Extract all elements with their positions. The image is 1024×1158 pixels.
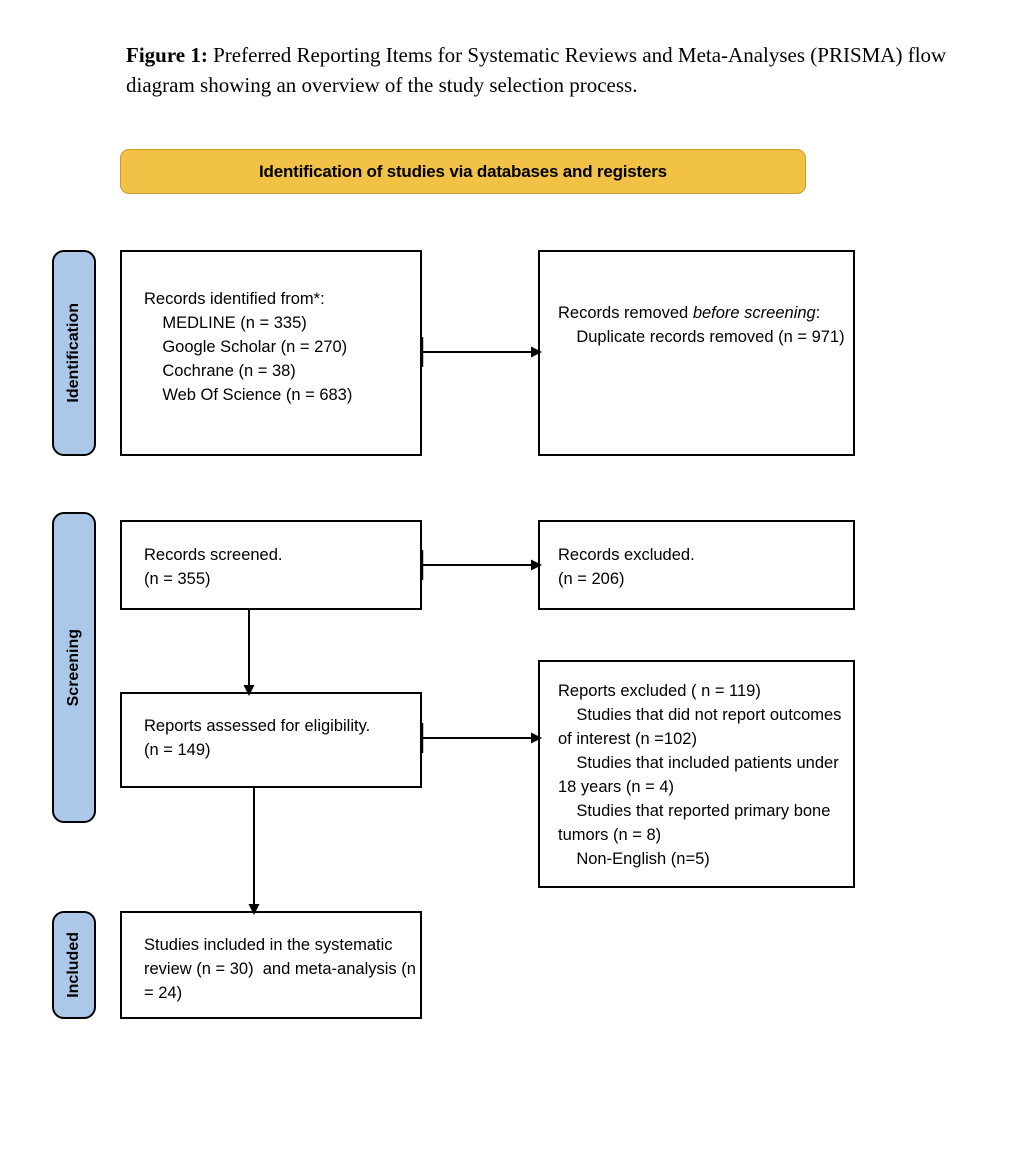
box-records-identified: Records identified from*: MEDLINE (n = 3… [120,250,422,456]
records-removed-prefix: Records removed [558,304,693,322]
stage-tab-identification: Identification [52,250,96,456]
reports-assessed-count: (n = 149) [144,741,211,759]
records-identified-source-cochrane: Cochrane (n = 38) [144,362,296,380]
records-screened-heading: Records screened. [144,546,283,564]
records-identified-source-medline: MEDLINE (n = 335) [144,314,307,332]
reports-assessed-heading: Reports assessed for eligibility. [144,717,371,735]
stage-tab-screening-label: Screening [65,628,82,707]
box-records-screened-text: Records screened. (n = 355) [144,543,283,591]
box-records-excluded: Records excluded. (n = 206) [538,520,855,610]
section-banner-identification: Identification of studies via databases … [120,149,806,194]
arrow-right-icon [420,337,542,367]
arrow-identified-to-removed [420,336,542,368]
box-studies-included-text: Studies included in the systematic revie… [144,933,416,1005]
stage-tab-identification-label: Identification [65,303,82,403]
box-records-removed-text: Records removed before screening: Duplic… [558,301,848,349]
box-reports-assessed: Reports assessed for eligibility. (n = 1… [120,692,422,788]
arrow-assessed-to-excluded [420,722,542,754]
arrow-down-icon [243,608,255,696]
box-records-identified-text: Records identified from*: MEDLINE (n = 3… [144,287,352,407]
reports-excluded-reason-under-18: Studies that included patients under 18 … [558,754,844,796]
arrow-screened-to-assessed [238,608,262,696]
figure-label: Figure 1: [126,43,208,67]
records-identified-source-web-of-science: Web Of Science (n = 683) [144,386,353,404]
stage-tab-screening: Screening [52,512,96,823]
records-excluded-count: (n = 206) [558,570,625,588]
box-records-screened: Records screened. (n = 355) [120,520,422,610]
arrow-down-icon [248,786,260,915]
arrow-right-icon [420,723,542,753]
reports-excluded-reason-non-english: Non-English (n=5) [558,850,710,868]
arrow-assessed-to-included [243,786,267,915]
box-studies-included: Studies included in the systematic revie… [120,911,422,1019]
stage-tab-included: Included [52,911,96,1019]
box-records-removed: Records removed before screening: Duplic… [538,250,855,456]
arrow-screened-to-excluded [420,549,542,581]
records-removed-duplicates: Duplicate records removed (n = 971) [558,328,845,346]
records-removed-suffix: : [815,304,821,322]
reports-excluded-reason-outcomes: Studies that did not report outcomes of … [558,706,847,748]
figure-caption: Figure 1: Preferred Reporting Items for … [126,40,1001,100]
box-reports-excluded-text: Reports excluded ( n = 119) Studies that… [558,679,850,871]
section-banner-label: Identification of studies via databases … [259,161,667,181]
reports-excluded-reason-primary-bone-tumors: Studies that reported primary bone tumor… [558,802,835,844]
studies-included-summary: Studies included in the systematic revie… [144,936,421,1002]
reports-excluded-heading: Reports excluded ( n = 119) [558,682,761,700]
records-screened-count: (n = 355) [144,570,211,588]
records-excluded-heading: Records excluded. [558,546,695,564]
box-reports-assessed-text: Reports assessed for eligibility. (n = 1… [144,714,370,762]
arrow-right-icon [420,550,542,580]
records-identified-source-google-scholar: Google Scholar (n = 270) [144,338,348,356]
records-identified-heading: Records identified from*: [144,290,325,308]
stage-tab-included-label: Included [65,932,82,998]
figure-caption-text: Preferred Reporting Items for Systematic… [126,43,947,97]
box-reports-excluded: Reports excluded ( n = 119) Studies that… [538,660,855,888]
records-removed-emphasis: before screening [692,304,816,322]
box-records-excluded-text: Records excluded. (n = 206) [558,543,695,591]
